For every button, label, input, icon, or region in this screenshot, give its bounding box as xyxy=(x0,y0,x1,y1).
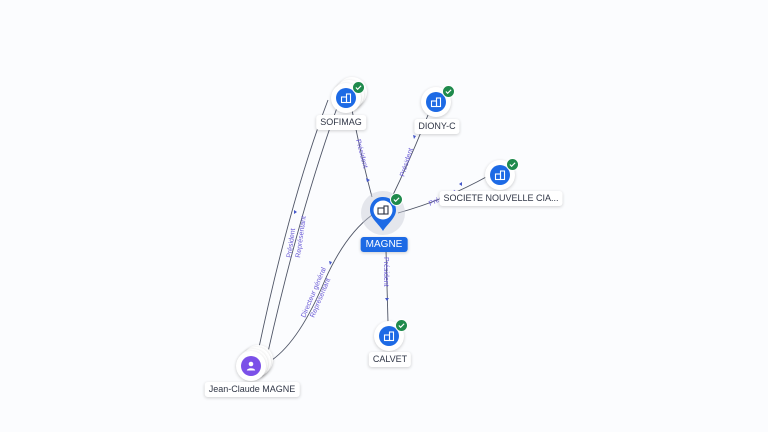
person-icon xyxy=(241,356,261,376)
building-icon xyxy=(426,92,446,112)
arrow-icon xyxy=(366,178,370,182)
node-label-diony-c[interactable]: DIONY-C xyxy=(414,119,460,134)
edge-jcm-sofimag[interactable]: Président Représentant xyxy=(257,99,339,353)
verified-check-icon xyxy=(395,319,408,332)
verified-check-icon xyxy=(390,193,403,206)
node-label-jean-claude-magne[interactable]: Jean-Claude MAGNE xyxy=(204,382,300,397)
node-label-magne[interactable]: MAGNE xyxy=(360,237,408,252)
node-diony-c[interactable] xyxy=(421,85,455,117)
edge-label: Président xyxy=(399,147,415,177)
edge-jcm-magne[interactable]: Directeur général Représentant xyxy=(271,214,373,361)
building-icon xyxy=(490,165,510,185)
edge-label: Président xyxy=(382,257,389,287)
arrow-icon xyxy=(413,135,416,139)
verified-check-icon xyxy=(352,81,365,94)
node-label-sofimag[interactable]: SOFIMAG xyxy=(316,115,366,130)
verified-check-icon xyxy=(442,85,455,98)
edge-label-1: Président xyxy=(286,228,297,258)
building-icon xyxy=(379,326,399,346)
verified-check-icon xyxy=(506,158,519,171)
node-label-calvet[interactable]: CALVET xyxy=(368,352,412,367)
arrow-icon xyxy=(385,298,389,301)
map-pin-icon xyxy=(370,197,396,231)
arrow-icon xyxy=(329,261,332,265)
edge-magne-calvet[interactable]: Président xyxy=(382,249,389,323)
node-magne[interactable] xyxy=(361,191,405,235)
node-jean-claude-magne[interactable] xyxy=(236,345,273,381)
node-societe-nouvelle[interactable] xyxy=(485,158,519,190)
edge-label-2: Représentant xyxy=(295,216,308,259)
edge-label: Président xyxy=(354,139,368,169)
arrow-icon xyxy=(294,210,297,214)
building-icon xyxy=(377,205,389,215)
node-label-societe-nouvelle[interactable]: SOCIETE NOUVELLE CIA... xyxy=(439,191,563,206)
building-icon xyxy=(336,88,356,108)
arrow-icon xyxy=(459,182,462,186)
node-sofimag[interactable] xyxy=(331,77,367,113)
node-calvet[interactable] xyxy=(374,319,408,351)
